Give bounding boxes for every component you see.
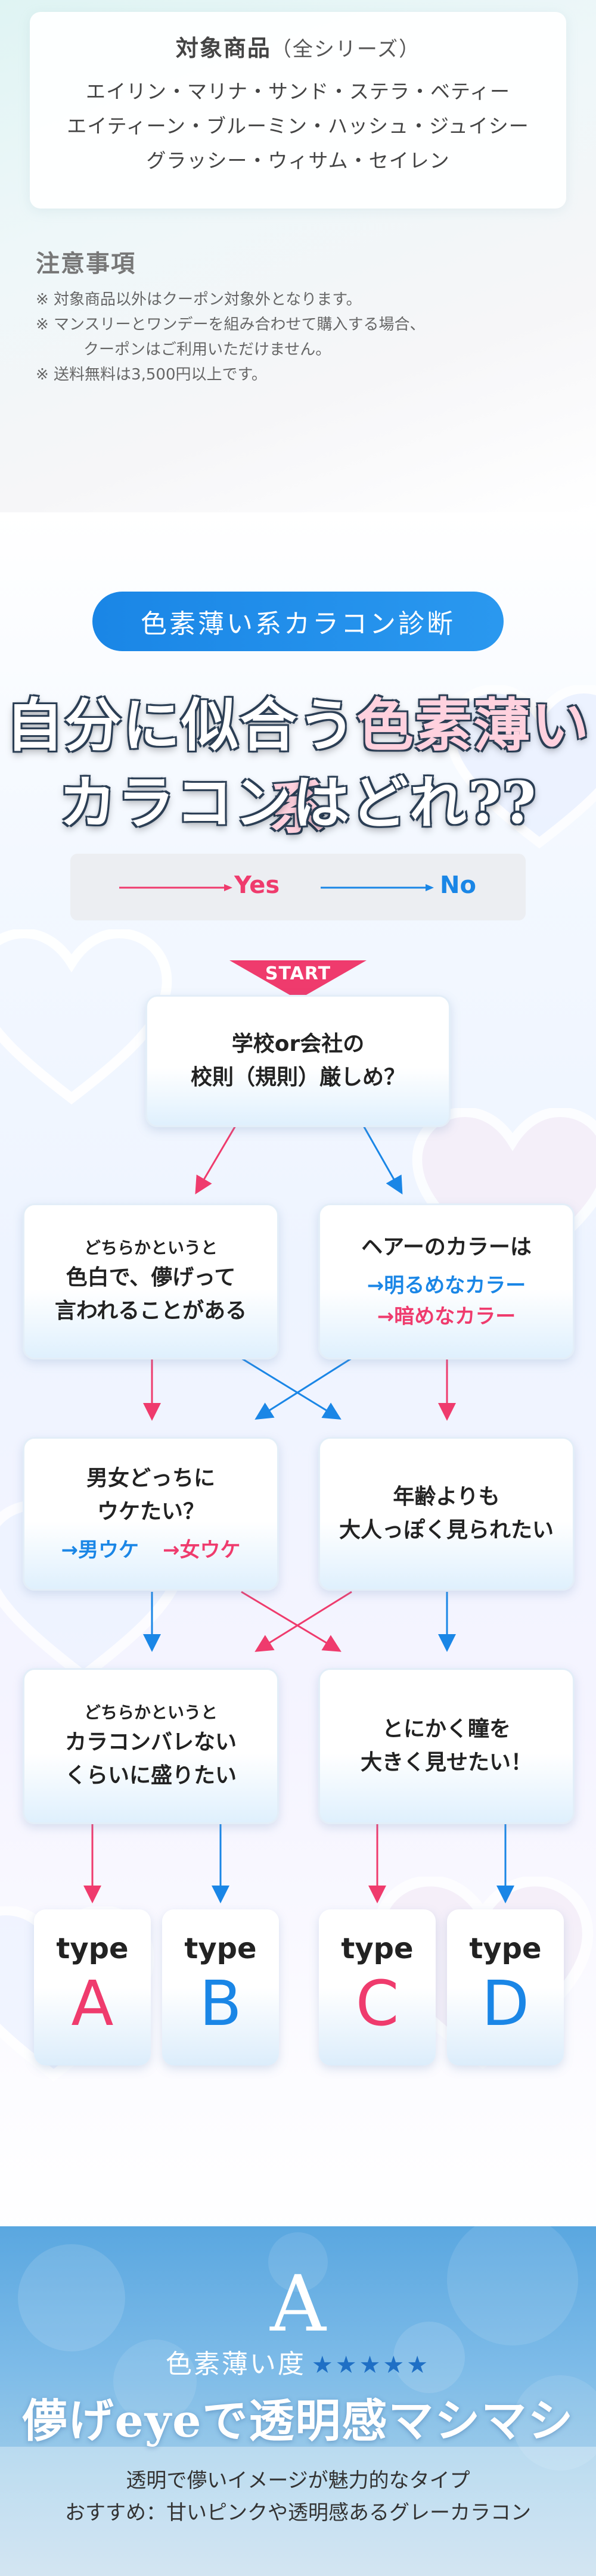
notes-section: 注意事項 ※ 対象商品以外はクーポン対象外となります。 ※ マンスリーとワンデー…: [36, 244, 560, 387]
type-b-card[interactable]: type B: [162, 1909, 279, 2065]
description-line: おすすめ：甘いピンクや透明感あるグレーカラコン: [65, 2501, 531, 2525]
type-a-letter: A: [270, 2258, 326, 2349]
question-text: とにかく瞳を: [381, 1717, 511, 1741]
headline-line-2: カラコンはどれ??: [58, 769, 538, 836]
target-products-heading: 対象商品: [175, 35, 271, 61]
question-bigger-eyes: とにかく瞳を 大きく見せたい！: [318, 1668, 575, 1824]
question-text: 校則（規則）厳しめ？: [190, 1065, 405, 1090]
question-natural-enhance: どちらかというと カラコンバレない くらいに盛りたい: [23, 1668, 279, 1824]
target-products-note: （全シリーズ）: [271, 38, 421, 61]
question-text: 年齢よりも: [393, 1485, 500, 1509]
question-text: ウケたい？: [97, 1499, 204, 1524]
question-text: 大人っぽく見られたい: [339, 1518, 554, 1542]
type-word: type: [56, 1932, 129, 1965]
type-d-card[interactable]: type D: [447, 1909, 564, 2065]
type-letter: A: [71, 1967, 114, 2040]
type-letter: D: [481, 1967, 530, 2040]
question-text: ヘアーのカラーは: [361, 1235, 532, 1259]
question-prefix: どちらかというと: [83, 1703, 218, 1722]
headline-highlight: 色素薄い系: [269, 692, 590, 842]
question-text: カラコンバレない: [64, 1730, 237, 1754]
question-text: 学校or会社の: [231, 1032, 365, 1056]
type-a-description: 透明で儚いイメージが魅力的なタイプ おすすめ：甘いピンクや透明感あるグレーカラコ…: [0, 2465, 596, 2529]
rating-label: 色素薄い度: [165, 2349, 306, 2379]
type-word: type: [184, 1932, 257, 1965]
question-text: くらいに盛りたい: [64, 1763, 237, 1788]
note-item: ※ 対象商品以外はクーポン対象外となります。: [36, 291, 362, 309]
star-rating-icon: ★★★★★: [311, 2351, 431, 2379]
type-a-card[interactable]: type A: [34, 1909, 151, 2065]
type-letter: B: [199, 1967, 242, 2040]
question-hair-color: ヘアーのカラーは →明るめなカラー →暗めなカラー: [318, 1203, 575, 1359]
option-bright-color: →明るめなカラー: [367, 1274, 526, 1298]
product-line: エイリン・マリナ・サンド・ステラ・ベティー: [85, 80, 511, 103]
start-label: START: [265, 963, 331, 984]
legend-yes-label: Yes: [234, 872, 280, 899]
headline-line-1: 自分に似合う色素薄い系: [0, 679, 596, 845]
option-dark-color: →暗めなカラー: [377, 1305, 516, 1329]
question-school-rules: 学校or会社の 校則（規則）厳しめ？: [145, 995, 451, 1127]
note-item: ※ マンスリーとワンデーを組み合わせて購入する場合、: [36, 316, 426, 334]
question-prefix: どちらかというと: [83, 1238, 218, 1258]
type-c-card[interactable]: type C: [319, 1909, 436, 2065]
type-word: type: [341, 1932, 414, 1965]
note-item: クーポンはご利用いただけません。: [83, 341, 331, 359]
type-word: type: [469, 1932, 542, 1965]
question-text: 大きく見せたい！: [360, 1750, 532, 1775]
target-products-title: 対象商品（全シリーズ）: [30, 30, 566, 63]
question-look-mature: 年齢よりも 大人っぽく見られたい: [318, 1437, 575, 1591]
description-line: 透明で儚いイメージが魅力的なタイプ: [126, 2469, 470, 2493]
type-letter: C: [355, 1967, 399, 2040]
transparency-rating: 色素薄い度★★★★★: [0, 2342, 596, 2381]
yes-no-legend: Yes No: [70, 854, 526, 920]
flow-arrows: [83, 1125, 514, 1903]
question-text: 言われることがある: [54, 1299, 247, 1323]
question-fair-skin: どちらかというと 色白で、儚げって 言われることがある: [23, 1203, 279, 1359]
option-row: →男ウケ →女ウケ: [61, 1535, 241, 1566]
question-appeal-gender: 男女どっちに ウケたい？ →男ウケ →女ウケ: [23, 1437, 279, 1591]
option-women: →女ウケ: [163, 1538, 241, 1562]
question-text: 色白で、儚げって: [66, 1265, 236, 1290]
heart-decoration-icon: [445, 685, 596, 849]
type-a-catchphrase: 儚げeyeで透明感マシマシ: [21, 2394, 575, 2447]
notes-title: 注意事項: [36, 250, 136, 278]
start-tag-shape-icon: [229, 960, 367, 1000]
legend-no-label: No: [440, 872, 476, 899]
note-item: ※ 送料無料は3,500円以上です。: [36, 366, 267, 384]
diagnosis-badge: 色素薄い系カラコン診断: [92, 592, 504, 651]
type-a-result-section: A 色素薄い度★★★★★ 儚げeyeで透明感マシマシ 透明で儚いイメージが魅力的…: [0, 2226, 596, 2576]
question-text: 男女どっちに: [86, 1466, 215, 1491]
yes-arrow-icon: [119, 884, 232, 891]
no-arrow-icon: [321, 884, 434, 891]
target-products-card: 対象商品（全シリーズ） エイリン・マリナ・サンド・ステラ・ベティー エイティーン…: [30, 12, 566, 209]
target-products-list: エイリン・マリナ・サンド・ステラ・ベティー エイティーン・ブルーミン・ハッシュ・…: [30, 74, 566, 178]
product-line: グラッシー・ウィサム・セイレン: [146, 149, 450, 172]
product-line: エイティーン・ブルーミン・ハッシュ・ジュイシー: [67, 114, 529, 138]
bokeh-background: [0, 2226, 596, 2576]
option-men: →男ウケ: [61, 1538, 139, 1562]
headline-part: 自分に似合う: [6, 692, 356, 759]
